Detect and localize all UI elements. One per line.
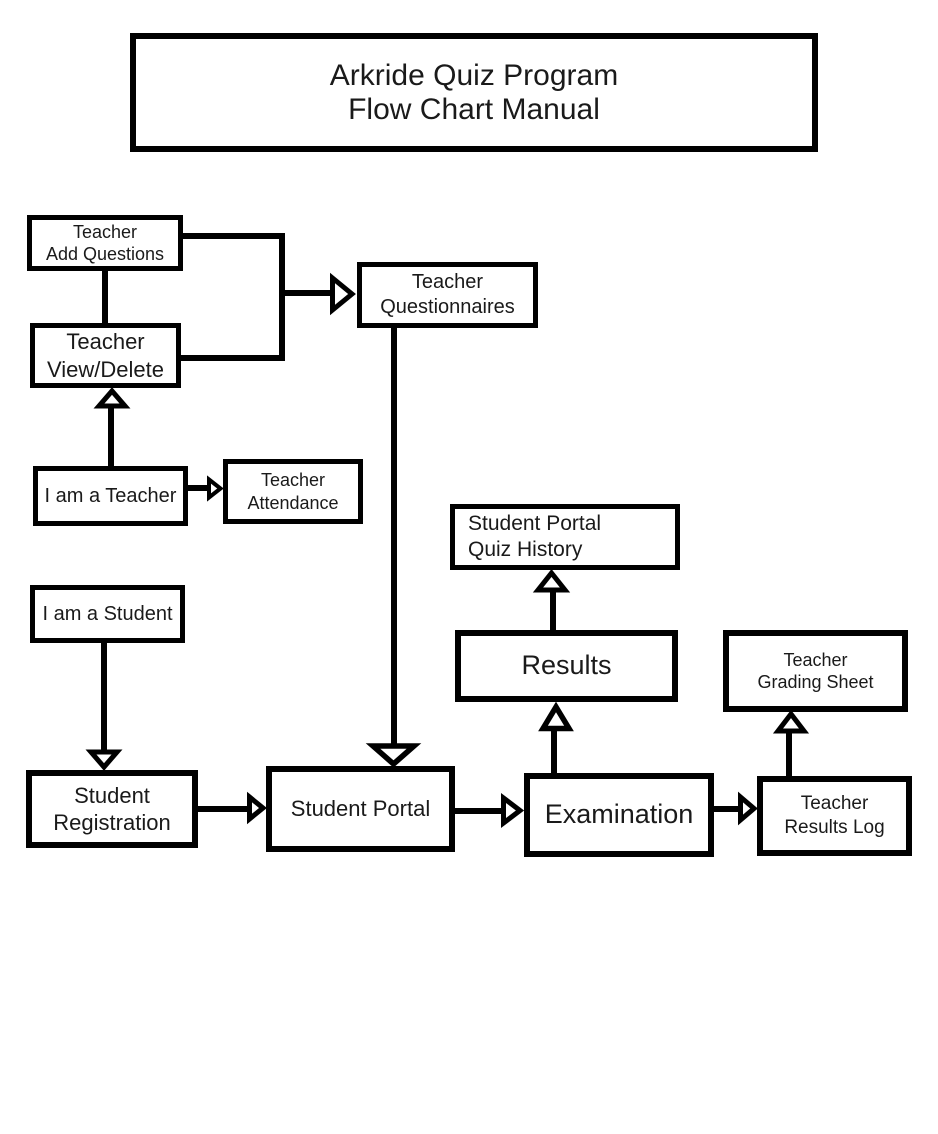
arrowhead-up-icon xyxy=(93,387,131,409)
node-student-registration: Student Registration xyxy=(26,770,198,848)
node-label: I am a Student xyxy=(42,602,173,625)
arrowhead-right-icon xyxy=(501,792,525,829)
arrowhead-up-icon xyxy=(532,568,571,593)
node-student-portal-quiz-history: Student Portal Quiz History xyxy=(450,504,680,570)
connector-resultslog-to-grading xyxy=(786,733,792,776)
node-label: Examination xyxy=(544,799,694,830)
node-label: View/Delete xyxy=(47,356,164,382)
arrowhead-right-icon xyxy=(207,475,224,502)
node-label: Questionnaires xyxy=(380,296,515,318)
node-label: Teacher xyxy=(66,329,145,354)
chart-title-box: Arkride Quiz Program Flow Chart Manual xyxy=(130,33,818,152)
node-student-portal: Student Portal xyxy=(266,766,455,852)
node-label: Quiz History xyxy=(468,538,583,561)
node-label: Teacher xyxy=(72,221,138,242)
connector-examination-to-resultslog xyxy=(714,806,739,812)
arrowhead-right-icon xyxy=(330,272,356,316)
connector-results-to-quizhistory xyxy=(550,592,556,630)
connector-viewdelete-east xyxy=(181,355,285,361)
node-label: Teacher xyxy=(260,470,326,490)
node-label: Student Portal xyxy=(468,511,602,535)
node-label: Registration xyxy=(53,810,171,835)
node-label: Student xyxy=(74,782,150,808)
connector-iamteacher-to-attendance xyxy=(188,485,208,491)
arrowhead-right-icon xyxy=(247,791,267,825)
node-label: Grading Sheet xyxy=(757,672,874,692)
connector-iamteacher-to-viewdelete xyxy=(108,407,114,466)
node-teacher-view-delete: Teacher View/Delete xyxy=(30,323,181,388)
node-teacher-results-log: Teacher Results Log xyxy=(757,776,912,856)
node-label: I am a Teacher xyxy=(44,484,177,507)
node-label: Results xyxy=(521,650,612,681)
node-label: Add Questions xyxy=(45,244,165,264)
node-examination: Examination xyxy=(524,773,714,857)
node-label: Results Log xyxy=(784,817,885,838)
node-label: Student Portal xyxy=(290,796,431,822)
node-teacher-attendance: Teacher Attendance xyxy=(223,459,363,524)
connector-addquestions-east xyxy=(183,233,285,239)
connector-merge-to-questionnaires xyxy=(285,290,330,296)
connector-iamstudent-to-registration xyxy=(101,643,107,751)
connector-questionnaires-to-portal xyxy=(391,328,397,744)
arrowhead-up-icon xyxy=(772,709,810,734)
arrowhead-up-icon xyxy=(538,701,574,732)
connector-examination-to-results xyxy=(551,731,557,773)
arrowhead-down-icon xyxy=(365,743,422,768)
connector-addquestions-viewdelete xyxy=(102,270,108,323)
node-label: Attendance xyxy=(247,492,339,513)
chart-title-line: Flow Chart Manual xyxy=(348,92,600,126)
chart-title-line: Arkride Quiz Program xyxy=(329,58,619,92)
connector-registration-to-portal xyxy=(198,806,248,812)
node-teacher-grading-sheet: Teacher Grading Sheet xyxy=(723,630,908,712)
node-label: Teacher xyxy=(411,271,484,293)
connector-portal-to-examination xyxy=(455,808,502,814)
connector-merge-vertical xyxy=(279,233,285,361)
node-teacher-questionnaires: Teacher Questionnaires xyxy=(357,262,538,328)
arrowhead-down-icon xyxy=(85,749,123,771)
node-i-am-a-teacher: I am a Teacher xyxy=(33,466,188,526)
node-teacher-add-questions: Teacher Add Questions xyxy=(27,215,183,271)
node-label: Teacher xyxy=(783,649,848,670)
node-results: Results xyxy=(455,630,678,702)
node-label: Teacher xyxy=(800,793,869,815)
node-i-am-a-student: I am a Student xyxy=(30,585,185,643)
arrowhead-right-icon xyxy=(738,791,758,826)
